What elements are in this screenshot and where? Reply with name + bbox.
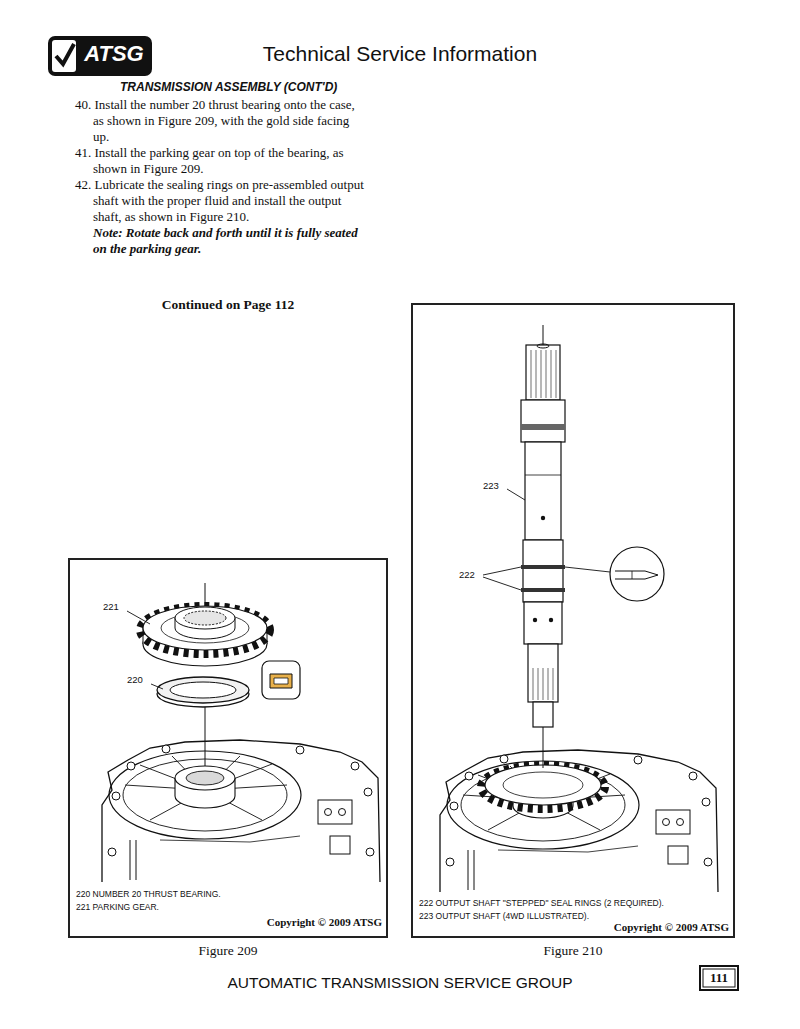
callout-number: 220 [127,674,151,685]
figure-209-art [262,661,300,699]
section-heading: TRANSMISSION ASSEMBLY (CONT'D) [120,80,380,94]
figure-210-art [483,577,521,590]
figure-209-art [184,611,226,625]
figure-210-art [543,727,544,768]
figure-209-art [151,684,163,689]
figure-209-art [175,607,235,629]
callout-number: 223 [483,480,507,491]
logo-text: ATSG [80,41,148,67]
figure-210-art [528,644,558,702]
figure-210-art [525,442,561,540]
callout-number: 222 [459,569,483,580]
figure-210-art [521,424,565,430]
figure-209-art [274,678,288,684]
step-text: 41. Install the parking gear on top of t… [75,145,367,177]
figure-210-art [524,602,562,644]
figure-209-art [143,606,267,650]
step-note: Note: Rotate back and forth until it is … [93,225,367,257]
figure-210-art [537,344,549,348]
figure-209-art [102,583,380,882]
transmission-case [102,740,380,882]
atsg-logo [56,44,74,64]
figure-210-art [521,565,565,569]
figure-frame: 220 NUMBER 20 THRUST BEARING.221 PARKING… [68,558,388,938]
parts-legend: 220 NUMBER 20 THRUST BEARING. [76,888,221,900]
figure-210-art [507,489,525,500]
parts-legend: 222 OUTPUT SHAFT "STEPPED" SEAL RINGS (2… [419,897,664,909]
figure-209-art [157,677,249,703]
transmission-case [440,750,718,892]
parts-legend: 223 OUTPUT SHAFT (4WD ILLUSTRATED). [419,910,589,922]
figure-210-art [565,567,610,572]
step-text: 42. Lubricate the sealing rings on pre-a… [75,177,367,225]
figure-caption: Figure 210 [513,943,633,959]
figure-210-art [549,618,553,622]
page-title: Technical Service Information [200,42,600,66]
atsg-logo [52,40,76,72]
figure-210-art [541,516,545,520]
figure-210-art [615,571,658,579]
figure-209-art [270,674,292,688]
figure-210-art [483,567,521,575]
continued-note: Continued on Page 112 [118,297,338,313]
figure-210-art [521,588,565,592]
figure-210-art [525,475,561,476]
copyright: Copyright © 2009 ATSG [210,916,382,928]
page-number: 111 [700,970,738,986]
figure-210-art [533,618,537,622]
figure-209-art [205,702,206,766]
figure-210-art [632,571,633,579]
page-number-box [700,966,738,990]
figure-210-art [543,325,544,345]
figure-210-art [440,325,718,892]
figure-209-art [140,606,270,654]
figure-209-art [170,682,236,698]
callout-number: 221 [103,601,127,612]
figure-210-art [521,400,565,442]
copyright: Copyright © 2009 ATSG [557,921,729,933]
footer-text: AUTOMATIC TRANSMISSION SERVICE GROUP [150,973,650,992]
figure-210-art [523,540,563,602]
parts-legend: 221 PARKING GEAR. [76,901,159,913]
figure-210-art [533,702,553,727]
figure-210-art [481,765,605,809]
figure-caption: Figure 209 [168,943,288,959]
atsg-logo [48,36,152,76]
figure-210-art [485,765,601,805]
step-text: 40. Install the number 20 thrust bearing… [75,97,367,145]
figure-209-art [127,611,150,624]
figure-210-art [531,350,556,398]
figure-frame: 222 OUTPUT SHAFT "STEPPED" SEAL RINGS (2… [411,303,735,938]
figure-210-art [533,668,553,700]
figure-210-art [503,772,583,798]
page-number-box [700,966,738,990]
figure-210-art [526,345,560,400]
atsg-logo [48,36,152,76]
figure-210-art [610,547,664,601]
